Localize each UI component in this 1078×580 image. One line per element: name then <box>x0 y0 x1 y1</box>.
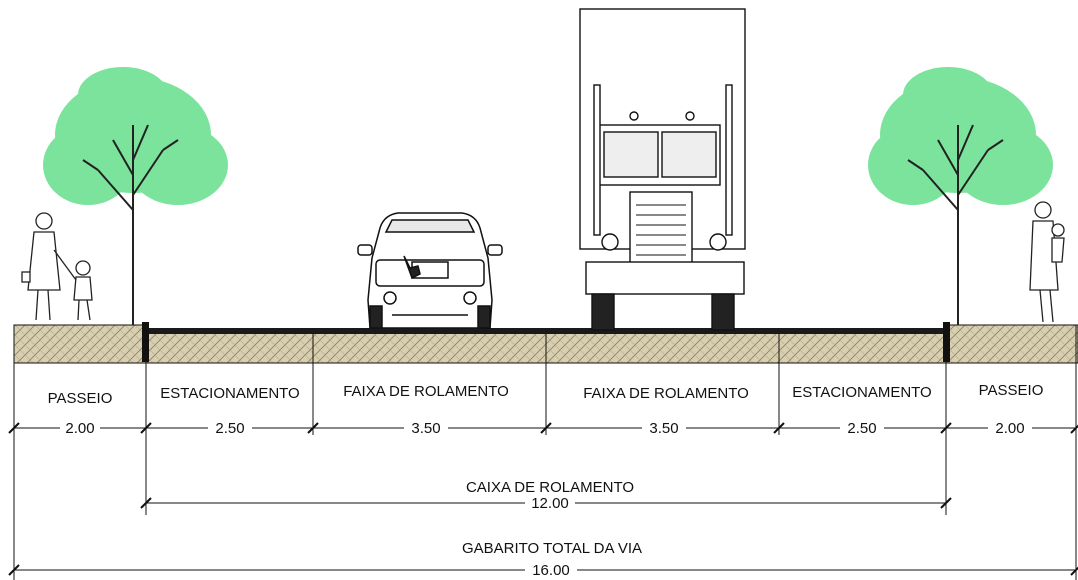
gabarito-label: GABARITO TOTAL DA VIA <box>462 540 642 557</box>
tree-icon <box>868 67 1053 325</box>
segment-dimension-line <box>8 422 1078 434</box>
segment-label: ESTACIONAMENTO <box>160 385 299 402</box>
segment-label: PASSEIO <box>979 382 1044 399</box>
sidewalk-left-ground <box>13 324 147 364</box>
segment-width: 2.50 <box>847 420 876 437</box>
caixa-label: CAIXA DE ROLAMENTO <box>466 479 634 496</box>
asphalt-surface <box>146 328 946 334</box>
segment-label: FAIXA DE ROLAMENTO <box>583 385 749 402</box>
segment-dimensions: 2.00 2.50 3.50 3.50 2.50 2.00 <box>65 420 1024 437</box>
caixa-width: 12.00 <box>531 495 569 512</box>
caixa-dimension: CAIXA DE ROLAMENTO 12.00 <box>140 479 952 512</box>
gabarito-width: 16.00 <box>532 562 570 579</box>
ground-section <box>13 322 1078 580</box>
segment-width: 3.50 <box>411 420 440 437</box>
car-icon <box>357 212 503 329</box>
segment-label: PASSEIO <box>48 390 113 407</box>
gabarito-dimension: GABARITO TOTAL DA VIA 16.00 <box>8 540 1078 579</box>
segment-width: 2.00 <box>995 420 1024 437</box>
tree-icon <box>43 67 228 325</box>
pedestrian-icon <box>21 212 93 321</box>
pedestrian-icon <box>1029 201 1065 323</box>
segment-width: 2.50 <box>215 420 244 437</box>
sidewalk-right-ground <box>945 324 1078 364</box>
segment-width: 2.00 <box>65 420 94 437</box>
segment-label: ESTACIONAMENTO <box>792 384 931 401</box>
segment-width: 3.50 <box>649 420 678 437</box>
truck-icon <box>579 8 746 331</box>
segment-labels: PASSEIO ESTACIONAMENTO FAIXA DE ROLAMENT… <box>48 382 1044 407</box>
segment-label: FAIXA DE ROLAMENTO <box>343 383 509 400</box>
